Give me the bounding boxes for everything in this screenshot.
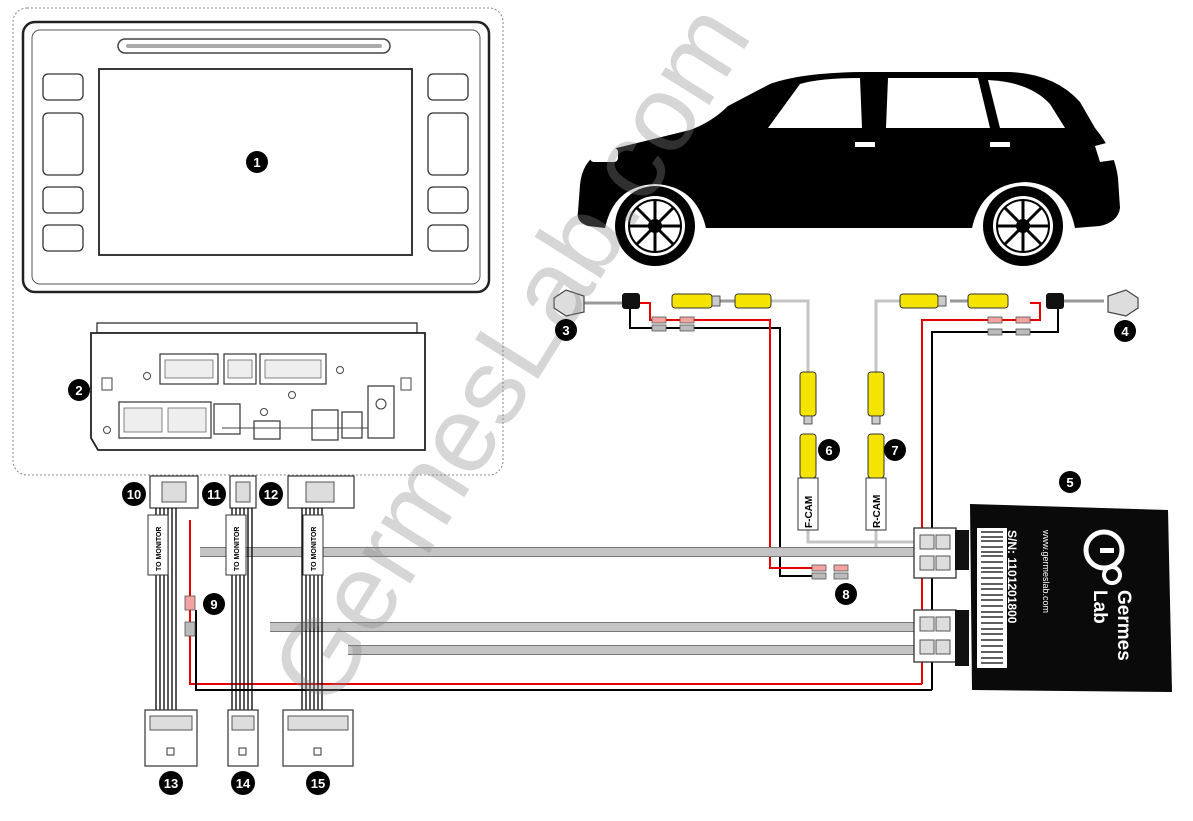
rca-plug xyxy=(671,293,1009,309)
rca-rear-input xyxy=(865,371,887,531)
module-website: www.germeslab.com xyxy=(1041,529,1051,613)
svg-text:12: 12 xyxy=(264,487,278,502)
svg-text:2: 2 xyxy=(75,383,82,398)
callout-14: 14 xyxy=(231,771,255,795)
svg-text:15: 15 xyxy=(311,776,325,791)
front-camera-wiring xyxy=(584,299,916,577)
brand-germes: Germes xyxy=(1113,590,1134,661)
callout-13: 13 xyxy=(159,771,183,795)
germeslab-module: S/N: 1101201800 www.germeslab.com Germes… xyxy=(955,504,1172,692)
germeslab-logo-icon xyxy=(1083,529,1125,585)
harness-left xyxy=(144,475,355,767)
callout-7: 7 xyxy=(884,439,906,461)
to-monitor-label: TO MONITOR xyxy=(311,527,318,571)
front-wheel xyxy=(615,186,695,266)
callout-6: 6 xyxy=(818,439,840,461)
serial-number: S/N: 1101201800 xyxy=(1005,530,1019,624)
to-monitor-label: TO MONITOR xyxy=(234,527,241,571)
rear-camera xyxy=(1107,289,1139,317)
to-monitor-label: TO MONITOR xyxy=(156,527,163,571)
svg-text:6: 6 xyxy=(825,443,832,458)
r-cam-label: R-CAM xyxy=(872,495,883,528)
callout-11: 11 xyxy=(202,482,226,506)
car-silhouette xyxy=(577,72,1120,266)
callout-15: 15 xyxy=(306,771,330,795)
callout-4: 4 xyxy=(1114,320,1136,342)
svg-text:5: 5 xyxy=(1066,475,1073,490)
svg-text:9: 9 xyxy=(210,597,217,612)
svg-text:14: 14 xyxy=(236,776,251,791)
svg-text:4: 4 xyxy=(1121,324,1129,339)
svg-text:1: 1 xyxy=(253,155,260,170)
module-connectors xyxy=(913,527,957,663)
head-unit-chassis xyxy=(90,322,426,451)
callout-3: 3 xyxy=(555,319,577,341)
callout-1: 1 xyxy=(246,151,268,173)
svg-text:13: 13 xyxy=(164,776,178,791)
front-camera xyxy=(553,289,585,317)
svg-text:8: 8 xyxy=(842,587,849,602)
svg-text:3: 3 xyxy=(562,323,569,338)
svg-text:11: 11 xyxy=(207,487,221,502)
svg-text:7: 7 xyxy=(891,443,898,458)
callout-10: 10 xyxy=(122,482,146,506)
callout-2: 2 xyxy=(68,379,90,401)
rear-wheel xyxy=(983,186,1063,266)
callout-9: 9 xyxy=(203,593,225,615)
brand-lab: Lab xyxy=(1089,590,1110,624)
rca-front-input xyxy=(797,371,819,531)
svg-text:10: 10 xyxy=(127,487,141,502)
head-unit-frame xyxy=(12,7,504,476)
f-cam-label: F-CAM xyxy=(804,496,815,528)
callout-12: 12 xyxy=(259,482,283,506)
callout-5: 5 xyxy=(1059,471,1081,493)
callout-8: 8 xyxy=(835,583,857,605)
